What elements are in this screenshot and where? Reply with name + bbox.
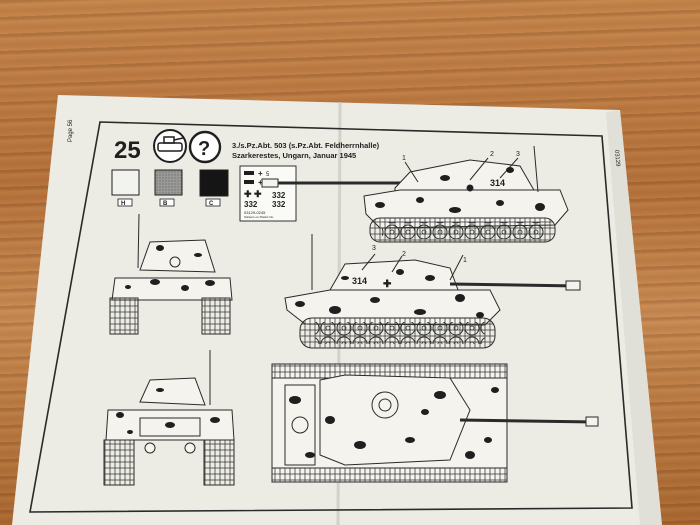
tank-front-view [109,213,233,335]
turret-number-top: 314 [490,178,505,188]
color-swatches: H B C [111,169,229,207]
side-page-mark-right: 03129 [613,150,620,168]
decal-part-number: 03129-0245 [244,210,266,215]
turret-number-bottom: 314 [352,276,367,286]
swatch-code-b: B [163,201,168,207]
swatch-code-h: H [121,201,125,207]
decal-number-2: 332 [244,200,258,209]
svg-text:5: 5 [266,172,270,178]
place-caption: Szarkerestes, Ungarn, Januar 1945 [232,151,356,160]
side-page-mark-left: Page 56 [68,119,74,142]
svg-text:?: ? [198,138,210,160]
swatch-dark [199,169,229,197]
callout-3-top: 3 [516,151,520,158]
page-border [29,121,633,513]
decal-sheet: + 5 + 3 ✚ ✚ 332 332 332 03129-0245 Stick… [239,165,297,222]
svg-text:+: + [258,178,263,187]
callout-3-bottom: 3 [372,245,376,252]
callout-2-top: 2 [490,151,494,158]
svg-text:✚ ✚: ✚ ✚ [244,189,262,199]
svg-text:✚: ✚ [383,279,392,290]
tank-side-view-bottom: 314 ✚ [284,234,581,349]
callout-1-top: 1 [402,155,406,162]
tank-rear-view [103,350,235,486]
callout-1-bottom: 1 [463,257,467,264]
callout-2-bottom: 2 [402,251,406,258]
swatch-mid [154,169,183,196]
decal-number-3: 332 [272,200,286,209]
paint-tank-icon [153,129,187,163]
question-mark-icon: ? [188,130,222,164]
decal-small-line-1: Stickers on Plastic No. [244,215,274,219]
tank-side-view-top: 314 [261,145,569,243]
tank-top-view [271,363,599,483]
svg-text:+: + [258,169,263,178]
decal-number-1: 332 [272,191,286,200]
step-number: 25 [114,137,141,164]
swatch-light [111,169,140,196]
unit-caption: 3./s.Pz.Abt. 503 (s.Pz.Abt. Feldherrnhal… [232,141,380,150]
swatch-code-c: C [209,201,214,207]
